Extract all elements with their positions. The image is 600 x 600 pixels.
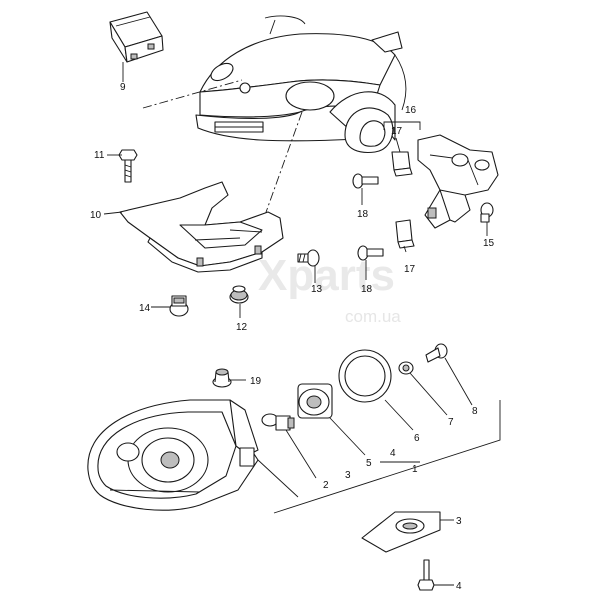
mounting-bracket-part-16 xyxy=(417,134,499,229)
headlight-bracket-part-10 xyxy=(119,181,284,273)
callout-2: 2 xyxy=(323,480,329,491)
screw-part-13 xyxy=(297,249,320,267)
leader-car-to-bracket xyxy=(264,111,303,216)
cap-part-3 xyxy=(361,511,441,553)
control-module-part-9 xyxy=(109,11,164,63)
callout-6: 6 xyxy=(414,433,420,444)
callout-17-lower: 17 xyxy=(404,264,416,275)
car-front-illustration xyxy=(195,15,407,154)
bolt-part-11 xyxy=(118,149,138,183)
callout-18-upper: 18 xyxy=(357,209,369,220)
callout-9: 9 xyxy=(120,82,126,93)
callout-5: 5 xyxy=(366,458,372,469)
callout-14: 14 xyxy=(139,303,151,314)
bulb-part-2 xyxy=(261,413,295,431)
screw-part-18-upper xyxy=(352,173,379,189)
nut-part-12 xyxy=(229,285,249,304)
callout-7: 7 xyxy=(448,417,454,428)
callout-17-upper: 17 xyxy=(391,126,403,137)
callout-4-upper: 4 xyxy=(390,448,396,459)
callout-4-lower: 4 xyxy=(456,581,462,592)
clip-nut-part-17-upper xyxy=(391,151,413,177)
callout-13: 13 xyxy=(311,284,323,295)
callout-15: 15 xyxy=(483,238,495,249)
headlight-assembly-part-1 xyxy=(87,399,259,511)
screw-part-8 xyxy=(425,343,448,363)
clip-nut-part-17-lower xyxy=(395,219,415,249)
callout-8: 8 xyxy=(472,406,478,417)
clip-part-14 xyxy=(169,295,189,317)
grommet-part-19 xyxy=(212,368,232,388)
callout-1: 1 xyxy=(412,464,418,475)
watermark-domain: com.ua xyxy=(345,307,401,326)
leader-9-to-car xyxy=(142,79,243,109)
callout-3-upper: 3 xyxy=(345,470,351,481)
leader-lines xyxy=(103,62,501,586)
callout-11: 11 xyxy=(94,150,105,161)
screw-part-4 xyxy=(417,559,435,591)
nut-part-7 xyxy=(398,361,414,375)
screw-part-15 xyxy=(480,202,494,223)
screw-part-18-lower xyxy=(357,245,384,261)
callout-16: 16 xyxy=(405,105,417,116)
callout-12: 12 xyxy=(236,322,248,333)
watermark-brand: Xparts xyxy=(258,251,395,300)
callout-3-lower: 3 xyxy=(456,516,462,527)
bulb-socket-part-5 xyxy=(297,383,333,419)
callout-18-lower: 18 xyxy=(361,284,373,295)
callout-19: 19 xyxy=(250,376,262,387)
callout-10: 10 xyxy=(90,210,102,221)
cover-ring-part-6 xyxy=(338,349,392,403)
